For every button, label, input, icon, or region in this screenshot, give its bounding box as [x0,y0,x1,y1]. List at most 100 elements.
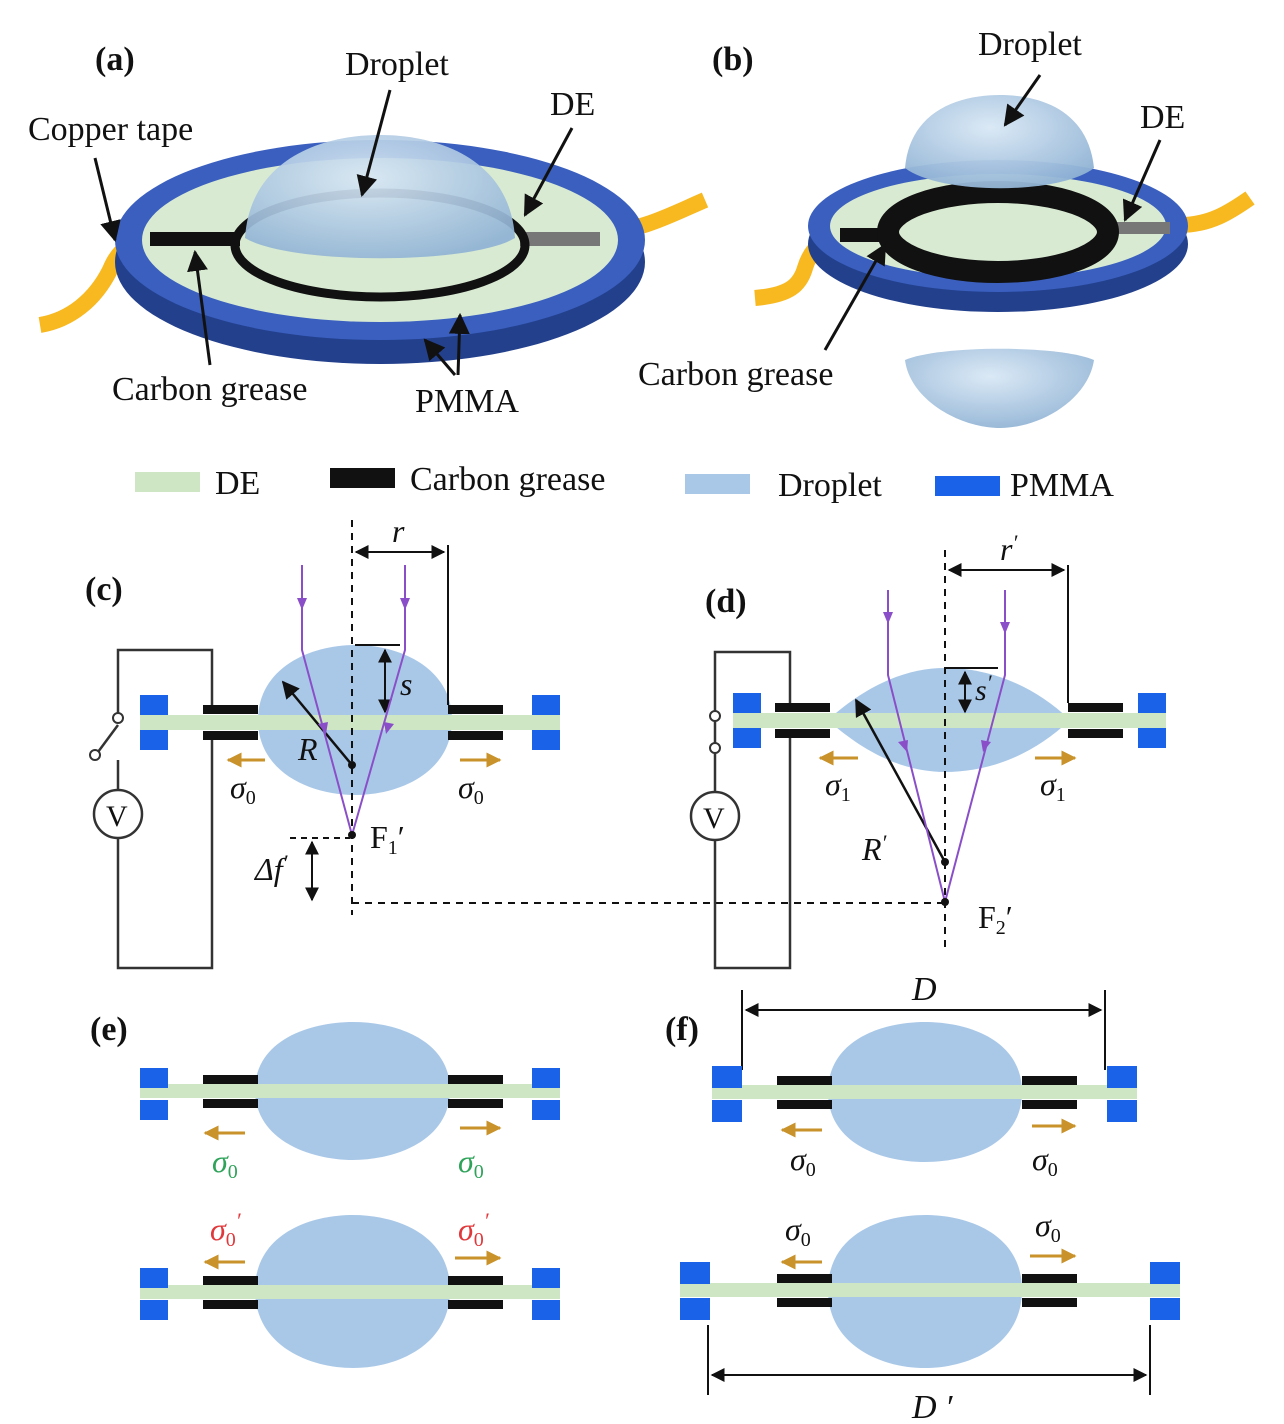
grease-e-bot-tr [448,1276,503,1285]
de-strip-d [733,713,1166,728]
pmma-clamp-top-left-c [140,695,168,715]
D-prime-label: D ′ [911,1389,953,1424]
voltage-label-c: V [106,800,128,833]
radius-center-d [941,858,949,866]
sigma-right-e1: σ0 [458,1143,484,1183]
droplet-bottom-b [905,348,1094,428]
R-label-d: R′ [861,830,888,867]
grease-top-right-d [1068,703,1123,712]
ray-arrow-right-top-d [1000,622,1010,634]
sigma-right-e2: σ0′ [458,1208,490,1251]
legend-swatch-grease [330,468,395,488]
sigma-right-f1: σ0 [1032,1141,1058,1181]
panel-c-label: (c) [85,571,123,608]
R-label-c: R [297,731,318,767]
ray-left-c [301,565,353,836]
panel-a-label: (a) [95,41,135,78]
arrow-carbon-grease-a [187,249,212,366]
grease-e-bot-bl [203,1300,258,1309]
focus-point-d [941,898,949,906]
pmma-f-top-tl [712,1066,742,1088]
grease-f-bot-tr [1022,1274,1077,1283]
focus-label-d: F2′ [978,899,1013,939]
de-strip-f-bottom [680,1283,1180,1297]
label-de-b: DE [1140,99,1185,136]
pmma-clamp-bottom-left-c [140,730,168,750]
grease-e-top-tr [448,1075,503,1084]
legend-label-droplet: Droplet [778,467,882,504]
radius-center-c [348,761,356,769]
delta-f-label-c: Δf′ [253,850,289,887]
pmma-clamp-top-left-d [733,693,761,713]
ray-right-d [944,590,1006,903]
radius-line-d [854,698,947,863]
legend: DE Carbon grease Droplet PMMA [135,461,1114,504]
pmma-f-bot-tr [1150,1262,1180,1284]
sigma-left-d: σ1 [825,766,851,806]
ray-right-c [351,565,406,836]
label-droplet-b: Droplet [978,26,1082,63]
pmma-e-top-br [532,1100,560,1120]
sigma-right-c: σ0 [458,769,484,809]
sigma-right-f2: σ0 [1035,1207,1061,1247]
label-carbon-grease-a: Carbon grease [112,371,307,408]
label-de-a: DE [550,86,595,123]
panel-c: (c) V r s R [85,513,945,970]
sigma-left-f2: σ0 [785,1211,811,1251]
label-pmma-a: PMMA [415,383,519,420]
legend-label-grease: Carbon grease [410,461,605,498]
pmma-f-top-tr [1107,1066,1137,1088]
de-strip-e-bottom [140,1285,560,1299]
arrow-de-b [1122,139,1162,222]
pmma-e-top-bl [140,1100,168,1120]
sigma-left-f1: σ0 [790,1141,816,1181]
panel-e-label: (e) [90,1011,128,1048]
pmma-clamp-bottom-right-d [1138,728,1166,748]
pmma-clamp-top-right-d [1138,693,1166,713]
grease-f-bot-br [1022,1298,1077,1307]
radius-line-c [281,680,353,766]
switch-contact-bottom-d [709,742,721,754]
pmma-e-bot-br [532,1300,560,1320]
legend-swatch-de [135,472,200,492]
arrow-copper-tape [93,157,121,243]
circuit-wire-c [116,648,214,970]
carbon-grease-ring-b [877,181,1119,283]
voltage-source-d [689,790,741,842]
de-strip-c [140,715,560,730]
pmma-clamp-bottom-left-d [733,728,761,748]
grease-e-top-tl [203,1075,258,1084]
panel-a: (a) Copper tape Droplet DE Carbon grease… [28,41,709,420]
grease-bottom-left-c [203,731,258,740]
r-label-c: r [392,513,405,549]
grease-e-bot-tl [203,1276,258,1285]
r-label-d: r′ [1000,530,1018,567]
arrow-carbon-grease-b [823,243,887,351]
legend-label-de: DE [215,465,260,502]
grease-e-top-br [448,1099,503,1108]
sigma-left-e2: σ0′ [210,1208,242,1251]
switch-contact-top-d [709,710,721,722]
grease-f-top-br [1022,1100,1077,1109]
arrow-de-a [523,127,574,217]
arrow-pmma-2 [448,312,470,376]
legend-swatch-droplet [685,474,750,494]
pmma-f-bot-bl [680,1298,710,1320]
ray-arrow-left-mid-c [318,722,328,734]
de-strip-f-top [712,1085,1137,1099]
pmma-f-bot-br [1150,1298,1180,1320]
switch-lever-c [96,724,120,753]
grease-f-bot-bl [777,1298,832,1307]
grease-f-bot-tl [777,1274,832,1283]
sigma-left-c: σ0 [230,769,256,809]
panel-e: (e) σ0 σ0 σ0′ σ0′ [90,1011,560,1368]
panel-d-label: (d) [705,583,747,620]
grease-bar-left [150,232,240,246]
legend-label-pmma: PMMA [1010,467,1114,504]
droplet-top-b [905,95,1094,189]
pmma-e-top-tr [532,1068,560,1088]
copper-tape-right-b [1179,191,1255,233]
grease-bottom-left-d [775,729,830,738]
panel-f-label: (f) [665,1011,699,1048]
ray-arrow-right-top-c [400,598,410,610]
